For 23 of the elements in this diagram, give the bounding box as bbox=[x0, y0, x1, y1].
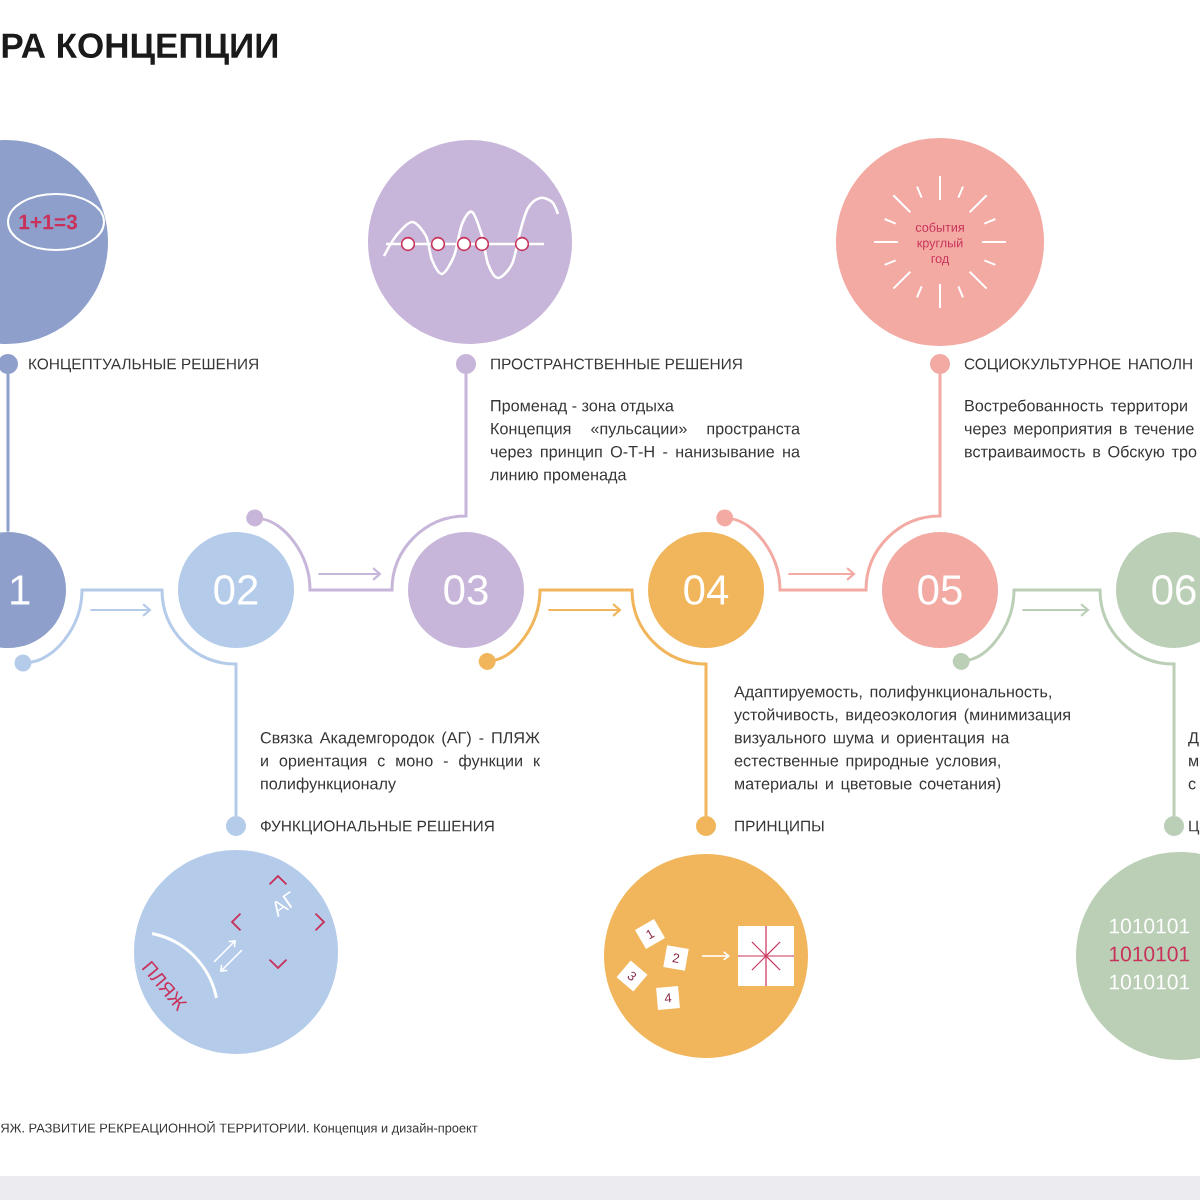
arrow bbox=[1022, 603, 1090, 617]
description-text: Востребованность территори через мероприятия в течение встраиваимость в Обскую тро bbox=[965, 399, 1197, 461]
arrow bbox=[318, 567, 382, 581]
title: РА КОНЦЕПЦИИ bbox=[2, 33, 278, 65]
connector-line bbox=[246, 374, 468, 592]
description-text: Д м с bbox=[1188, 732, 1199, 790]
equation: 1+1=3 bbox=[19, 214, 77, 230]
arrow bbox=[788, 567, 856, 581]
connector-line bbox=[952, 588, 1176, 816]
description-text: Концепция «пульсации» пространста через принцип О-Т-Н - нанизывание на линию променада bbox=[490, 423, 801, 484]
binary-code: 1010101 bbox=[1110, 918, 1190, 934]
description-text: Связка Академгородок (АГ) - ПЛЯЖ и ориентация с моно - функции к полифункционалу bbox=[260, 731, 541, 793]
binary-code: 1010101 bbox=[1110, 974, 1190, 990]
description-text: Адаптируемость, полифункциональность, устойчивость, видеоэкология (минимизация визуального шума и ориентация на естественные природные условия, материалы и цветовые сочетания) bbox=[734, 685, 1070, 793]
description-text: Променад - зона отдыха bbox=[491, 400, 674, 415]
connector-line bbox=[478, 588, 708, 816]
arrow bbox=[548, 603, 622, 617]
connector-line bbox=[14, 588, 238, 816]
arrow bbox=[90, 603, 152, 617]
connector-line bbox=[716, 374, 942, 592]
connector-line bbox=[6, 374, 10, 532]
place-label: АГ bbox=[274, 891, 293, 918]
binary-code: 1010101 bbox=[1110, 946, 1190, 962]
